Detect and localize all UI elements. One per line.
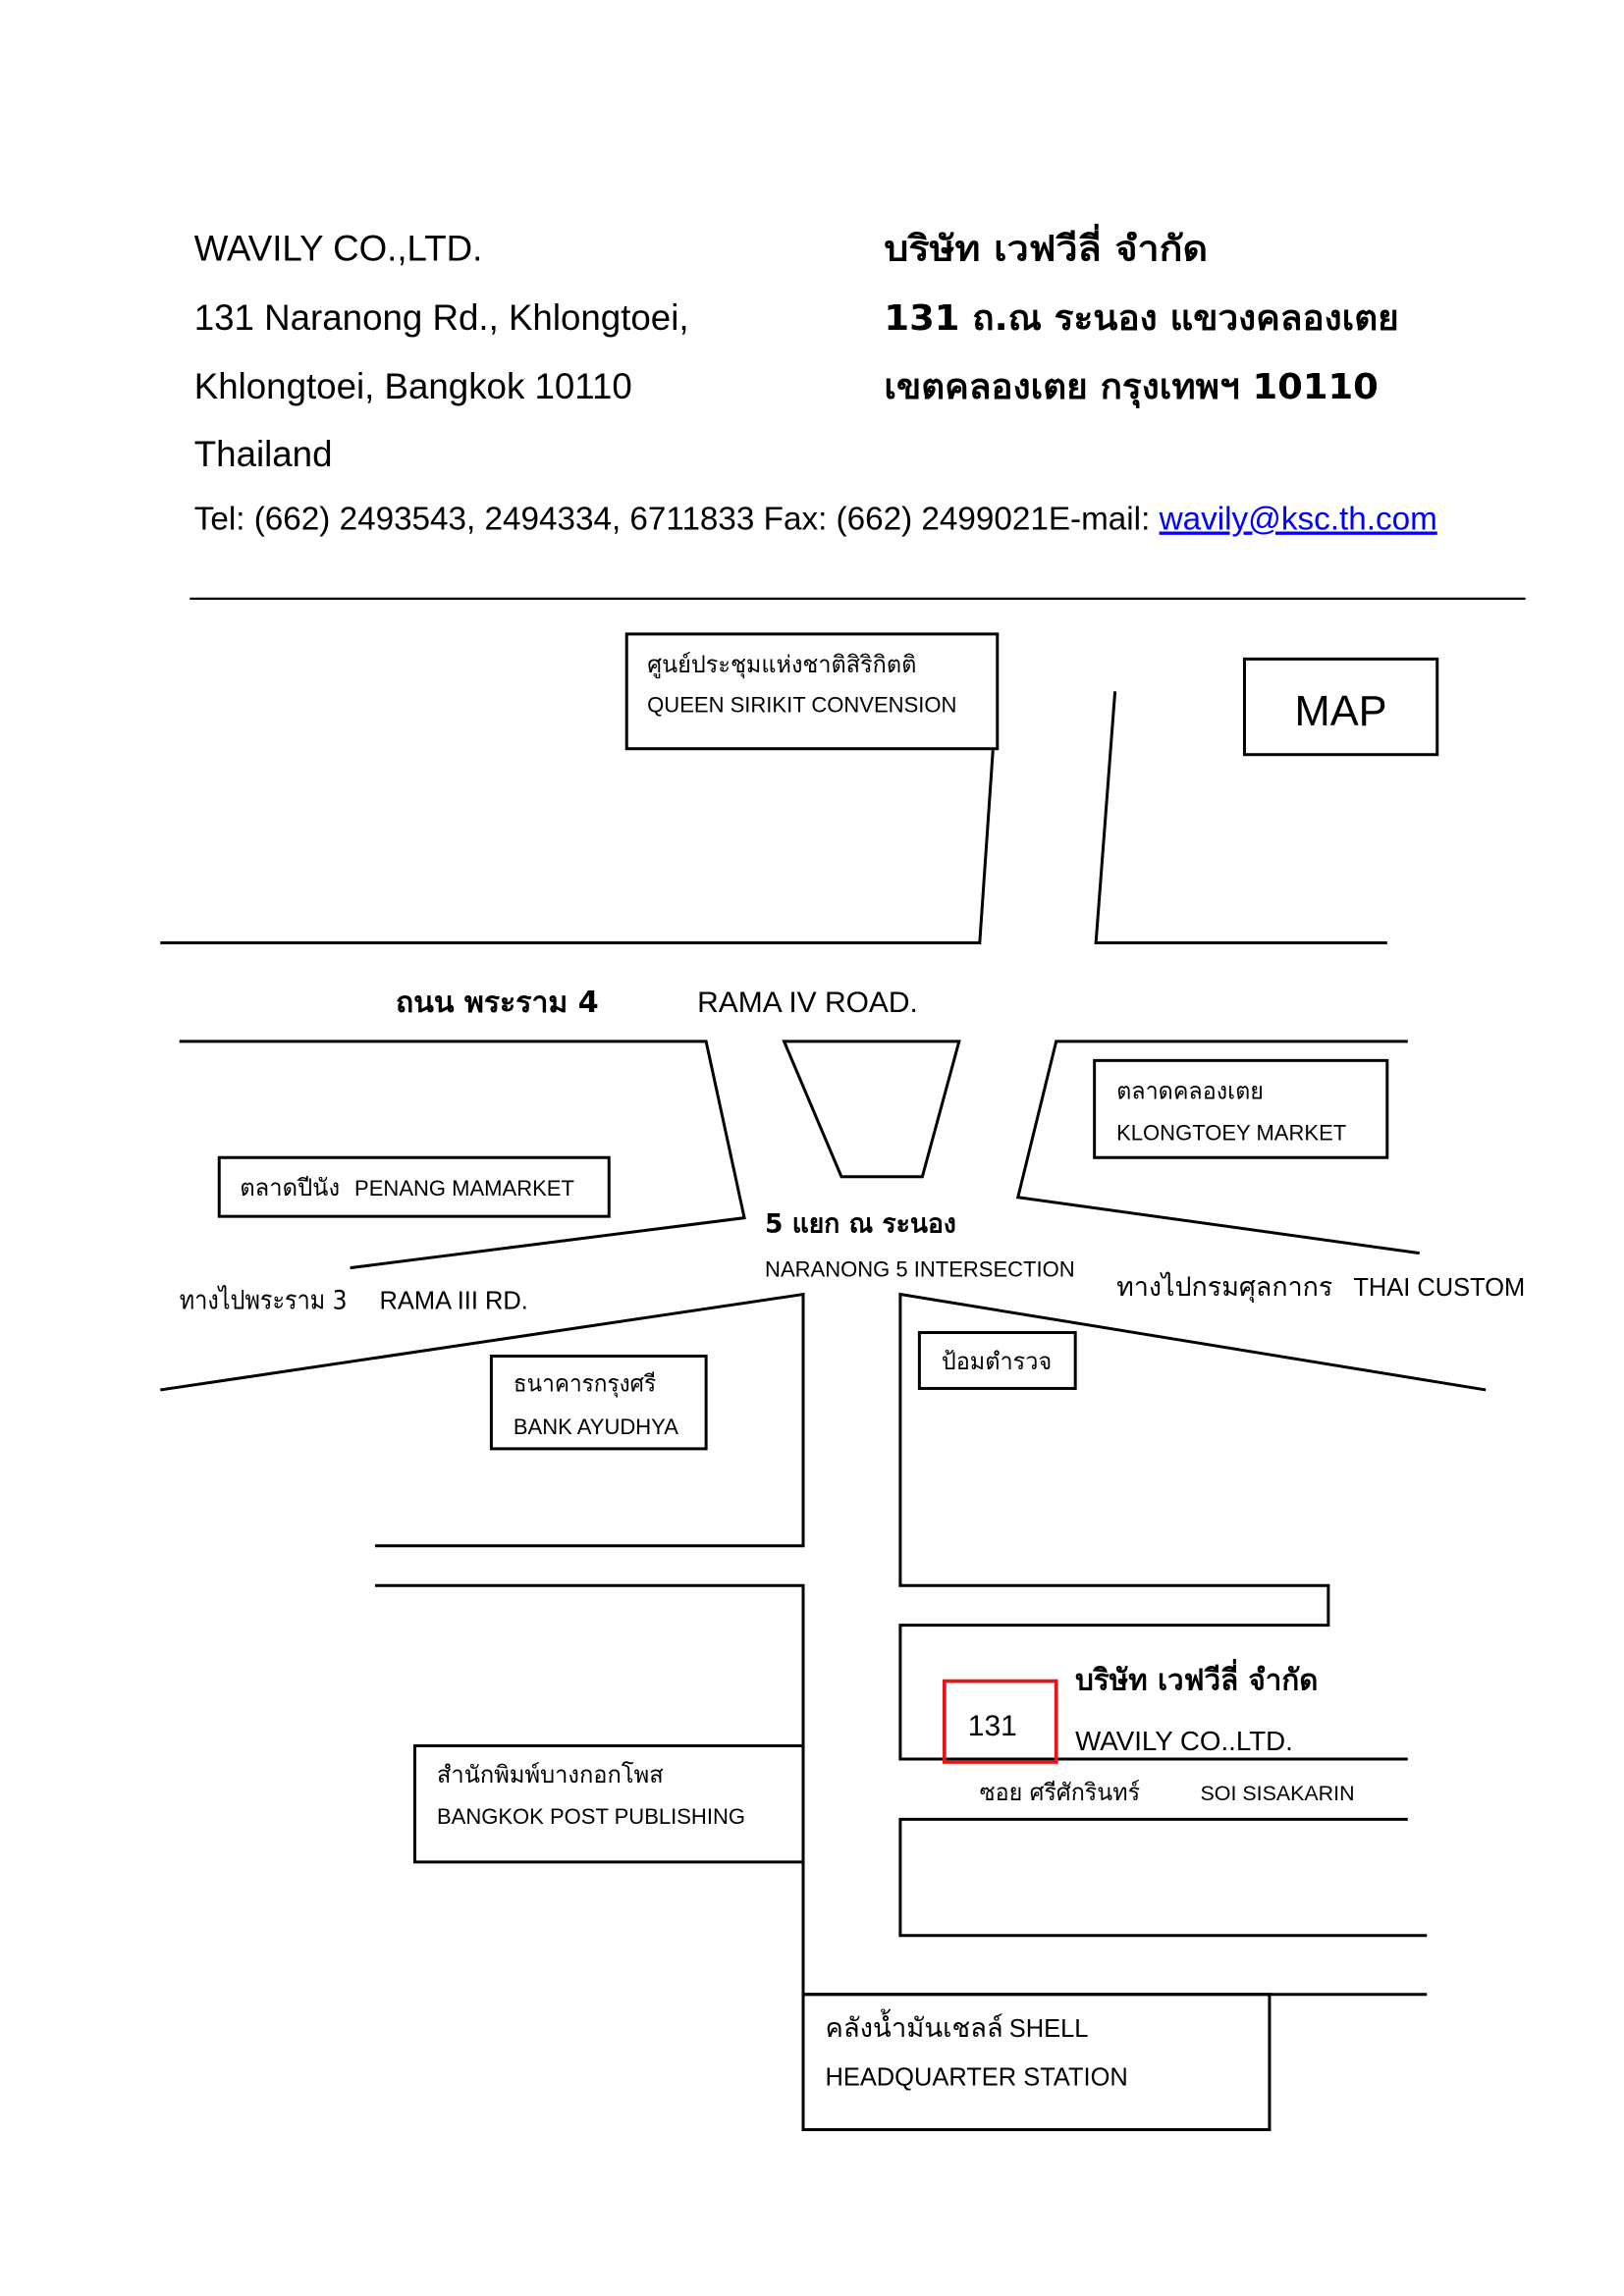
destination-marker-box	[942, 1679, 1058, 1764]
landmark-label-th: ศูนย์ประชุมแห่งชาติสิริกิตติ	[647, 651, 916, 679]
landmark-frame	[624, 632, 1000, 751]
landmark-label-th: ธนาคารกรุงศรี	[514, 1369, 656, 1397]
destination-number: 131	[968, 1710, 1017, 1742]
landmark-frame	[1093, 1058, 1389, 1159]
landmark-frame	[489, 1354, 708, 1451]
rama3-road-south-edge	[160, 1292, 805, 1548]
landmark-label-th: ป้อมตำรวจ	[942, 1348, 1052, 1375]
rama4-south-edge-west	[179, 1040, 746, 1270]
landmark-frame	[217, 1155, 611, 1218]
landmark-penang-market: ตลาดปีนัง PENANG MAMARKET	[217, 1155, 611, 1218]
landmark-label-en: BANK AYUDHYA	[514, 1415, 678, 1439]
soi-sisakarin-south-edge	[898, 1817, 1428, 1938]
intersection-median-island	[782, 1040, 961, 1179]
landmark-label-en: BANGKOK POST PUBLISHING	[437, 1804, 745, 1829]
map-title: MAP	[1295, 688, 1387, 735]
contact-details: Tel: (662) 2493543, 2494334, 6711833 Fax…	[194, 502, 1151, 538]
soi-label-en: SOI SISAKARIN	[1201, 1782, 1355, 1805]
country-en: Thailand	[194, 434, 333, 474]
letterhead: WAVILY CO.,LTD. 131 Naranong Rd., Khlong…	[189, 223, 1526, 601]
rama4-label-th: ถนน พระราม 4	[396, 986, 599, 1020]
intersection-label-th: 5 แยก ณ ระนอง	[765, 1209, 956, 1240]
road-labels: ถนน พระราม 4 RAMA IV ROAD. 5 แยก ณ ระนอง…	[180, 986, 1525, 1806]
address-th-line1: 131 ถ.ณ ระนอง แขวงคลองเตย	[884, 298, 1398, 339]
landmark-queen-sirikit: ศูนย์ประชุมแห่งชาติสิริกิตติ QUEEN SIRIK…	[624, 632, 1000, 751]
landmark-bank-ayudhya: ธนาคารกรุงศรี BANK AYUDHYA	[489, 1354, 708, 1451]
address-en-line1: 131 Naranong Rd., Khlongtoei,	[194, 297, 689, 338]
landmark-shell-station: คลังน้ำมันเชลล์ SHELL HEADQUARTER STATIO…	[801, 1993, 1272, 2132]
soi-label-th: ซอย ศรีศักรินทร์	[980, 1779, 1140, 1806]
landmark-label-en: KLONGTOEY MARKET	[1116, 1120, 1346, 1145]
to-rama3-label-en: RAMA III RD.	[380, 1288, 528, 1315]
to-rama3-label-th: ทางไปพระราม 3	[180, 1286, 348, 1316]
address-en-line2: Khlongtoei, Bangkok 10110	[194, 366, 632, 406]
map-title-box: MAP	[1242, 657, 1439, 757]
company-name-th: บริษัท เวฟวีลี่ จำกัด	[884, 223, 1208, 269]
rama4-label-en: RAMA IV ROAD.	[697, 987, 918, 1019]
email-link[interactable]: wavily@ksc.th.com	[1159, 502, 1437, 538]
to-customs-label-th: ทางไปกรมศุลกากร	[1116, 1272, 1332, 1303]
location-map: MAP ถนน พระราม 4 RAMA IV ROAD. 5 แยก ณ ร…	[160, 632, 1525, 2132]
landmark-label-en-line2: HEADQUARTER STATION	[825, 2064, 1127, 2092]
landmark-frame	[801, 1993, 1272, 2132]
landmark-frame	[917, 1331, 1077, 1390]
to-customs-label-en: THAI CUSTOM	[1353, 1274, 1525, 1302]
landmark-klongtoey-market: ตลาดคลองเตย KLONGTOEY MARKET	[1093, 1058, 1389, 1159]
naranong-road-east-edge	[898, 1292, 1487, 1761]
destination-wavily: 131 บริษัท เวฟวีลี่ จำกัด WAVILY CO..LTD…	[942, 1659, 1318, 1764]
landmark-frame	[412, 1744, 805, 1864]
destination-name-th: บริษัท เวฟวีลี่ จำกัด	[1075, 1659, 1318, 1698]
intersection-label-en: NARANONG 5 INTERSECTION	[765, 1257, 1075, 1282]
map-title-frame	[1242, 657, 1439, 757]
landmark-label-en: PENANG MAMARKET	[354, 1176, 574, 1201]
rama4-south-edge-east	[1015, 1040, 1420, 1255]
contact-line: Tel: (662) 2493543, 2494334, 6711833 Fax…	[194, 502, 1437, 538]
landmark-label-th: ตลาดปีนัง	[240, 1174, 340, 1201]
rama4-north-edge-west	[160, 750, 995, 945]
landmark-label-en: QUEEN SIRIKIT CONVENSION	[647, 692, 956, 717]
landmark-label-th: คลังน้ำมันเชลล์	[825, 2008, 1002, 2044]
landmark-police-box: ป้อมตำรวจ	[917, 1331, 1077, 1390]
company-name-en: WAVILY CO.,LTD.	[194, 228, 483, 268]
landmark-label-th: สำนักพิมพ์บางกอกโพส	[437, 1761, 664, 1789]
address-th-line2: เขตคลองเตย กรุงเทพฯ 10110	[884, 367, 1378, 408]
rama4-north-edge-east	[1094, 691, 1387, 945]
landmark-label-th: ตลาดคลองเตย	[1116, 1077, 1264, 1104]
landmark-bangkok-post: สำนักพิมพ์บางกอกโพส BANGKOK POST PUBLISH…	[412, 1744, 805, 1864]
destination-name-en: WAVILY CO..LTD.	[1075, 1726, 1293, 1756]
landmark-label-en: SHELL	[1009, 2015, 1089, 2043]
